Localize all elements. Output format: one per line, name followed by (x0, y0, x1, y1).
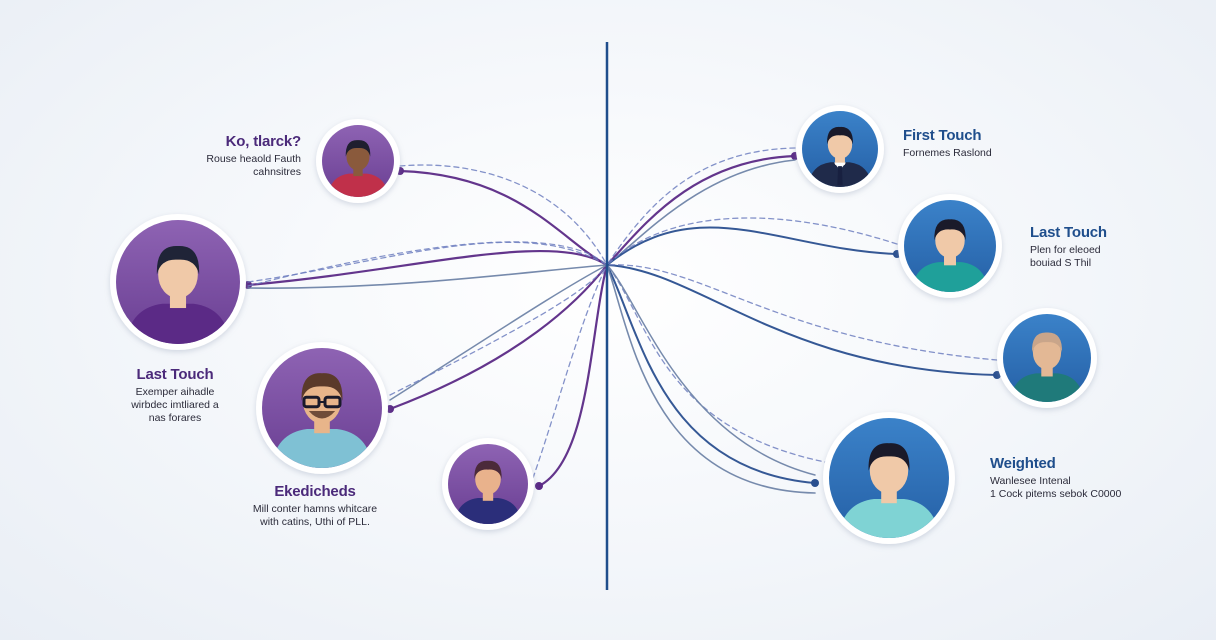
label-left-3-desc-2: with catins, Uthi of PLL. (260, 516, 370, 528)
label-left-2-title: Last Touch (136, 366, 214, 383)
connection-line (247, 241, 608, 283)
connection-endpoint-dot (535, 482, 543, 490)
person-nodes (110, 105, 1097, 544)
label-right-2: Last Touch Plen for eleoed bouiad S Thil (1030, 224, 1200, 270)
label-right-1-desc-1: Fornemes Raslond (903, 147, 992, 159)
connection-line (389, 264, 608, 401)
person-icon (838, 443, 940, 538)
person-icon (1009, 332, 1085, 402)
connection-line (606, 147, 796, 266)
connection-line (606, 264, 831, 464)
connection-line (605, 154, 797, 267)
connection-endpoint-dot (993, 371, 1001, 379)
connection-line (606, 264, 998, 376)
left-person-3-node (256, 342, 388, 474)
person-icon (454, 460, 522, 524)
label-left-2: Last Touch Exemper aihadle wirbdec imtli… (100, 366, 250, 425)
label-left-2-desc-2: wirbdec imtliared a (131, 399, 219, 411)
label-right-3-desc-1: Wanlesee Intenal (990, 475, 1071, 487)
label-left-3-desc-1: Mill conter hamns whitcare (252, 503, 378, 515)
left-person-1-node (316, 119, 400, 203)
label-left-1: Ko, tlarck? Rouse heaold Fauth cahnsitre… (101, 133, 301, 179)
label-right-2-desc-2: bouiad S Thil (1030, 257, 1092, 269)
label-left-1-title: Ko, tlarck? (225, 133, 302, 150)
person-icon (125, 245, 231, 344)
connection-line (389, 264, 608, 396)
connection-line (398, 169, 609, 267)
label-right-3-title: Weighted (990, 455, 1056, 472)
connection-line (399, 164, 608, 266)
connection-line (247, 241, 608, 287)
label-left-2-desc-1: Exemper aihadle (135, 386, 215, 398)
connection-line (537, 263, 609, 488)
connection-endpoint-dot (244, 281, 252, 289)
connection-line (606, 264, 816, 484)
right-person-3-node (997, 308, 1097, 408)
connection-line (606, 226, 898, 266)
right-person-1-node (796, 105, 884, 193)
connection-line (606, 264, 816, 476)
connection-line (247, 264, 608, 289)
connection-line (246, 249, 609, 287)
connection-endpoint-dot (811, 479, 819, 487)
connection-endpoint-dot (386, 405, 394, 413)
person-glasses-icon (271, 373, 373, 468)
connection-line (606, 159, 796, 266)
label-left-2-desc-3: nas forares (148, 412, 202, 424)
connection-line (532, 264, 608, 479)
label-right-1: First Touch Fornemes Raslond (903, 127, 1103, 160)
left-person-2-node (110, 214, 246, 350)
right-person-2-node (898, 194, 1002, 298)
label-left-3-title: Ekedicheds (274, 483, 356, 500)
connection-line (606, 217, 898, 266)
left-person-4-node (442, 438, 534, 530)
label-left-1-desc-2: cahnsitres (253, 166, 301, 178)
person-icon (327, 140, 389, 197)
connection-line (606, 264, 998, 361)
person-tie-icon (807, 126, 873, 187)
label-right-3: Weighted Wanlesee Intenal 1 Cock pitems … (990, 455, 1190, 501)
label-right-1-title: First Touch (903, 127, 982, 144)
person-icon (910, 219, 990, 292)
connection-line (606, 264, 816, 494)
label-right-3-desc-2: 1 Cock pitems sebok C0000 (990, 488, 1122, 500)
right-person-4-node (823, 412, 955, 544)
label-right-2-desc-1: Plen for eleoed (1030, 244, 1101, 256)
connection-line (388, 263, 609, 411)
label-left-1-desc-1: Rouse heaold Fauth (206, 153, 301, 165)
label-right-2-title: Last Touch (1030, 224, 1107, 241)
label-left-3: Ekedicheds Mill conter hamns whitcare wi… (225, 483, 405, 529)
